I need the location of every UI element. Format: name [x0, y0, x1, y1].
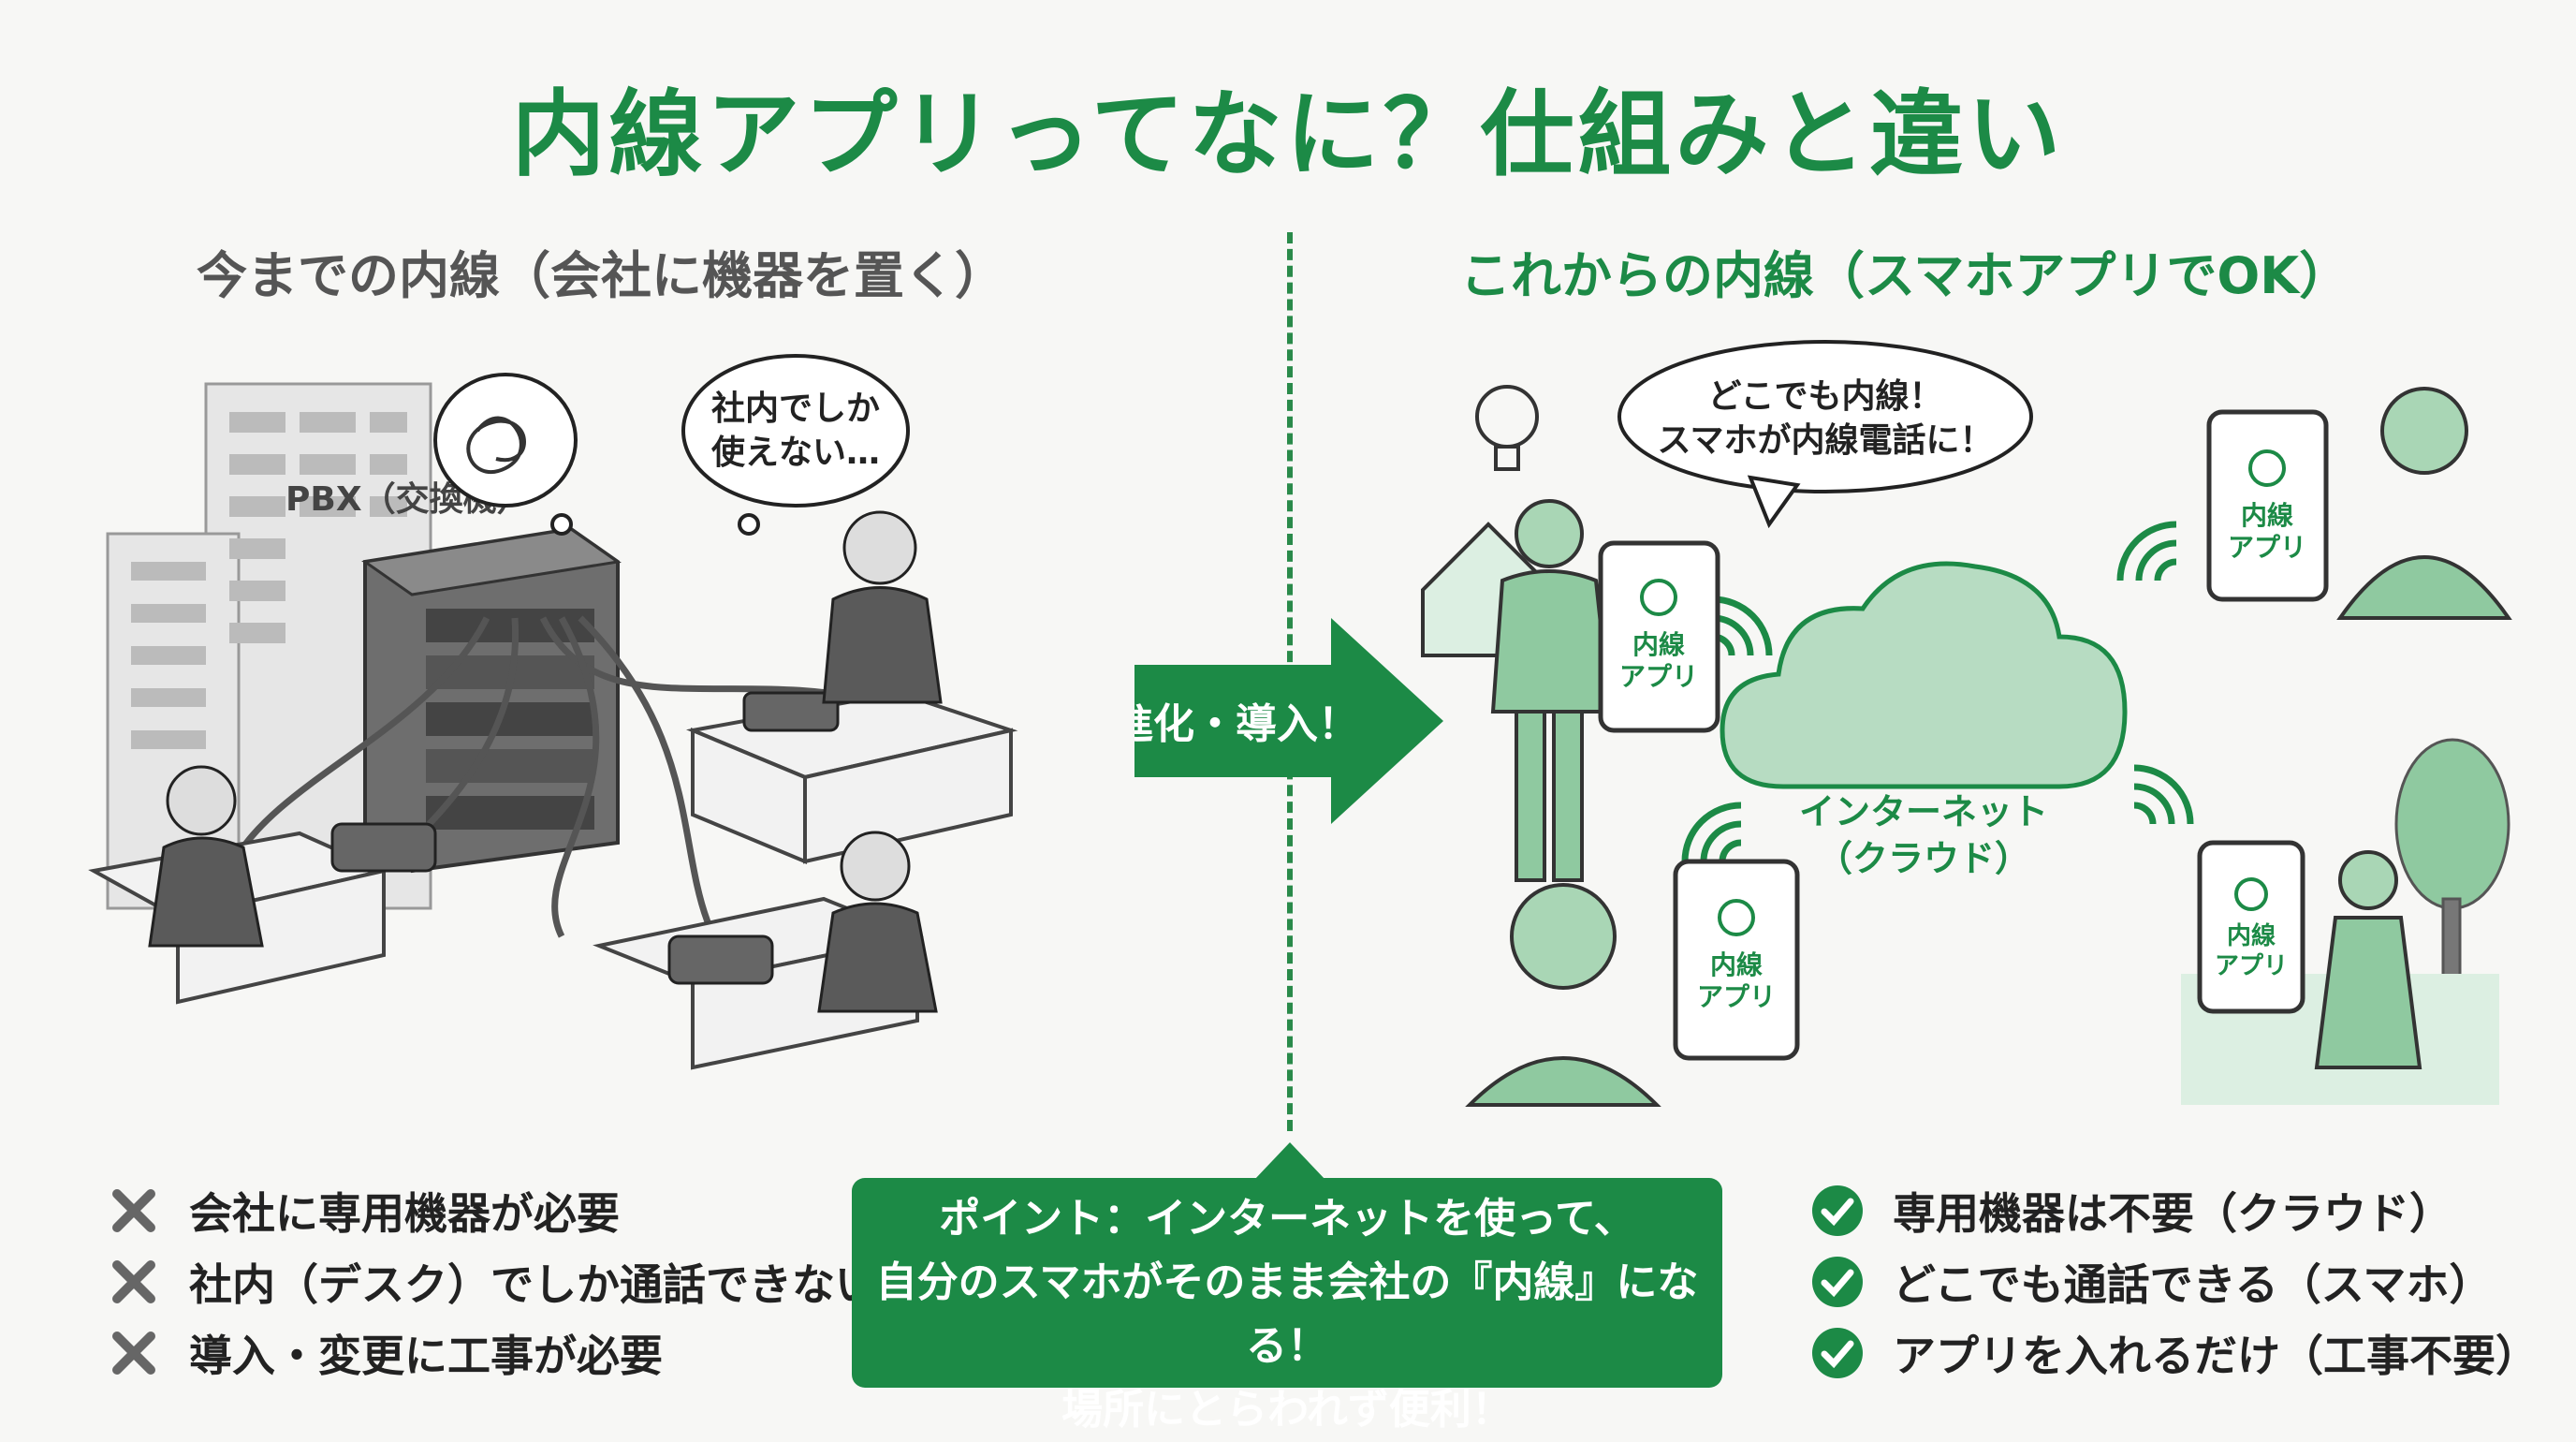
app-label-line1: 内線	[2241, 500, 2293, 531]
bullet-text: アプリを入れるだけ（工事不要）	[1893, 1331, 2539, 1381]
cloud-extension-illustration: どこでも内線！ スマホが内線電話に！ インターネット （クラウド） 内線 アプリ…	[1421, 340, 2512, 1107]
person-icon	[1490, 499, 1613, 882]
cloud-icon	[1720, 561, 2128, 789]
app-label-line2: アプリ	[2215, 952, 2288, 980]
desk-phone-icon	[330, 691, 840, 985]
point-line1: ポイント：インターネットを使って、	[939, 1195, 1635, 1243]
check-circle-icon	[1807, 1322, 1868, 1384]
cross-icon	[103, 1322, 165, 1384]
list-item: 導入・変更に工事が必要	[103, 1317, 878, 1389]
right-bubble-line2: スマホが内線電話に！	[1658, 421, 1994, 460]
left-subtitle: 今までの内線（会社に機器を置く）	[197, 246, 1005, 305]
smartphone-icon: 内線 アプリ	[2206, 409, 2329, 602]
person-icon	[1465, 883, 1661, 1107]
smartphone-icon: 内線 アプリ	[1598, 540, 1720, 733]
office-worker-icon	[148, 510, 943, 1013]
app-label-line1: 内線	[1632, 629, 1685, 660]
cross-icon	[103, 1180, 165, 1242]
list-item: アプリを入れるだけ（工事不要）	[1807, 1317, 2539, 1389]
app-label-line2: アプリ	[1619, 661, 1698, 692]
left-bubble-line1: 社内でしか	[711, 390, 880, 428]
legacy-drawbacks-list: 会社に専用機器が必要 社内（デスク）でしか通話できない 導入・変更に工事が必要	[103, 1175, 878, 1389]
page-title: 内線アプリってなに？仕組みと違い	[511, 80, 2065, 189]
thought-bubble	[433, 354, 910, 536]
left-bubble-line2: 使えない…	[711, 434, 880, 472]
bullet-text: 会社に専用機器が必要	[189, 1188, 620, 1239]
check-circle-icon	[1807, 1251, 1868, 1313]
right-subtitle: これからの内線（スマホアプリでOK）	[1460, 246, 2350, 305]
app-benefits-list: 専用機器は不要（クラウド） どこでも通話できる（スマホ） アプリを入れるだけ（工…	[1807, 1175, 2539, 1389]
cross-icon	[103, 1251, 165, 1313]
cloud-label-line2: （クラウド）	[1817, 838, 2030, 879]
check-circle-icon	[1807, 1180, 1868, 1242]
list-item: 会社に専用機器が必要	[103, 1175, 878, 1246]
key-point-box: ポイント：インターネットを使って、 自分のスマホがそのまま会社の『内線』になる！…	[852, 1178, 1722, 1434]
speech-bubble	[1617, 340, 2033, 529]
app-label-line2: アプリ	[2228, 532, 2306, 563]
pbx-rack-icon	[361, 526, 622, 874]
list-item: 社内（デスク）でしか通話できない	[103, 1246, 878, 1317]
cloud-label-line1: インターネット	[1799, 791, 2048, 832]
bullet-text: 社内（デスク）でしか通話できない	[189, 1259, 878, 1310]
point-line3: 場所にとらわれず便利！	[1061, 1386, 1513, 1434]
point-box-pointer	[1254, 1142, 1325, 1180]
app-label-line2: アプリ	[1697, 981, 1776, 1012]
evolution-arrow: 進化・導入！	[1134, 618, 1443, 824]
person-icon	[2314, 850, 2422, 1069]
app-label-line1: 内線	[2227, 921, 2276, 950]
tangled-thought-icon	[466, 416, 526, 475]
right-bubble-line1: どこでも内線！	[1708, 377, 1943, 416]
point-line2: 自分のスマホがそのまま会社の『内線』になる！	[875, 1258, 1699, 1370]
evolution-label: 進化・導入！	[1134, 700, 1359, 748]
bullet-text: 導入・変更に工事が必要	[189, 1331, 663, 1381]
bullet-text: 専用機器は不要（クラウド）	[1893, 1188, 2452, 1239]
person-icon	[2336, 387, 2512, 620]
app-label-line1: 内線	[1710, 949, 1763, 980]
legacy-office-illustration: PBX（交換機） 社内でしか 使えない…	[88, 354, 1018, 1070]
list-item: 専用機器は不要（クラウド）	[1807, 1175, 2539, 1246]
smartphone-icon: 内線 アプリ	[2197, 840, 2305, 1014]
smartphone-icon: 内線 アプリ	[1673, 859, 1800, 1061]
list-item: どこでも通話できる（スマホ）	[1807, 1246, 2539, 1317]
light-bulb-icon	[1475, 385, 1539, 471]
bullet-text: どこでも通話できる（スマホ）	[1893, 1259, 2493, 1310]
